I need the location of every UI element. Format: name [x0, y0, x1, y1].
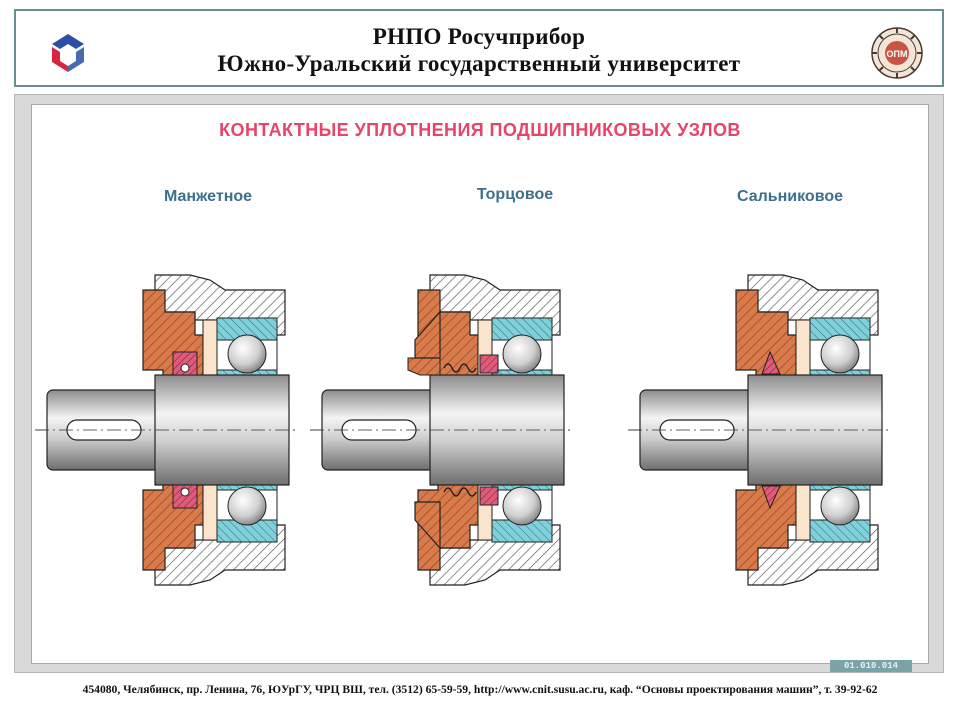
header-organization: РНПО Росучприбор	[372, 24, 586, 49]
header-banner: РНПО Росучприбор Южно-Уральский государс…	[14, 9, 944, 87]
cuff-seal-assembly	[34, 274, 296, 586]
susu-seal-icon: ОПМ	[870, 26, 924, 80]
sheet-code: 01.010.014	[830, 660, 912, 672]
gland-seal-assembly	[627, 274, 889, 586]
face-seal-assembly	[309, 274, 571, 586]
rnpo-logo-icon	[46, 31, 90, 75]
svg-text:ОПМ: ОПМ	[887, 49, 908, 59]
variant-label-gland: Сальниковое	[736, 188, 843, 205]
header-university: Южно-Уральский государственный университ…	[217, 51, 741, 76]
variant-label-cuff: Манжетное	[163, 188, 253, 205]
variant-label-face: Торцовое	[476, 186, 554, 203]
footer-contacts: 454080, Челябинск, пр. Ленина, 76, ЮУрГУ…	[82, 683, 878, 696]
page-title: КОНТАКТНЫЕ УПЛОТНЕНИЯ ПОДШИПНИКОВЫХ УЗЛО…	[219, 120, 741, 140]
